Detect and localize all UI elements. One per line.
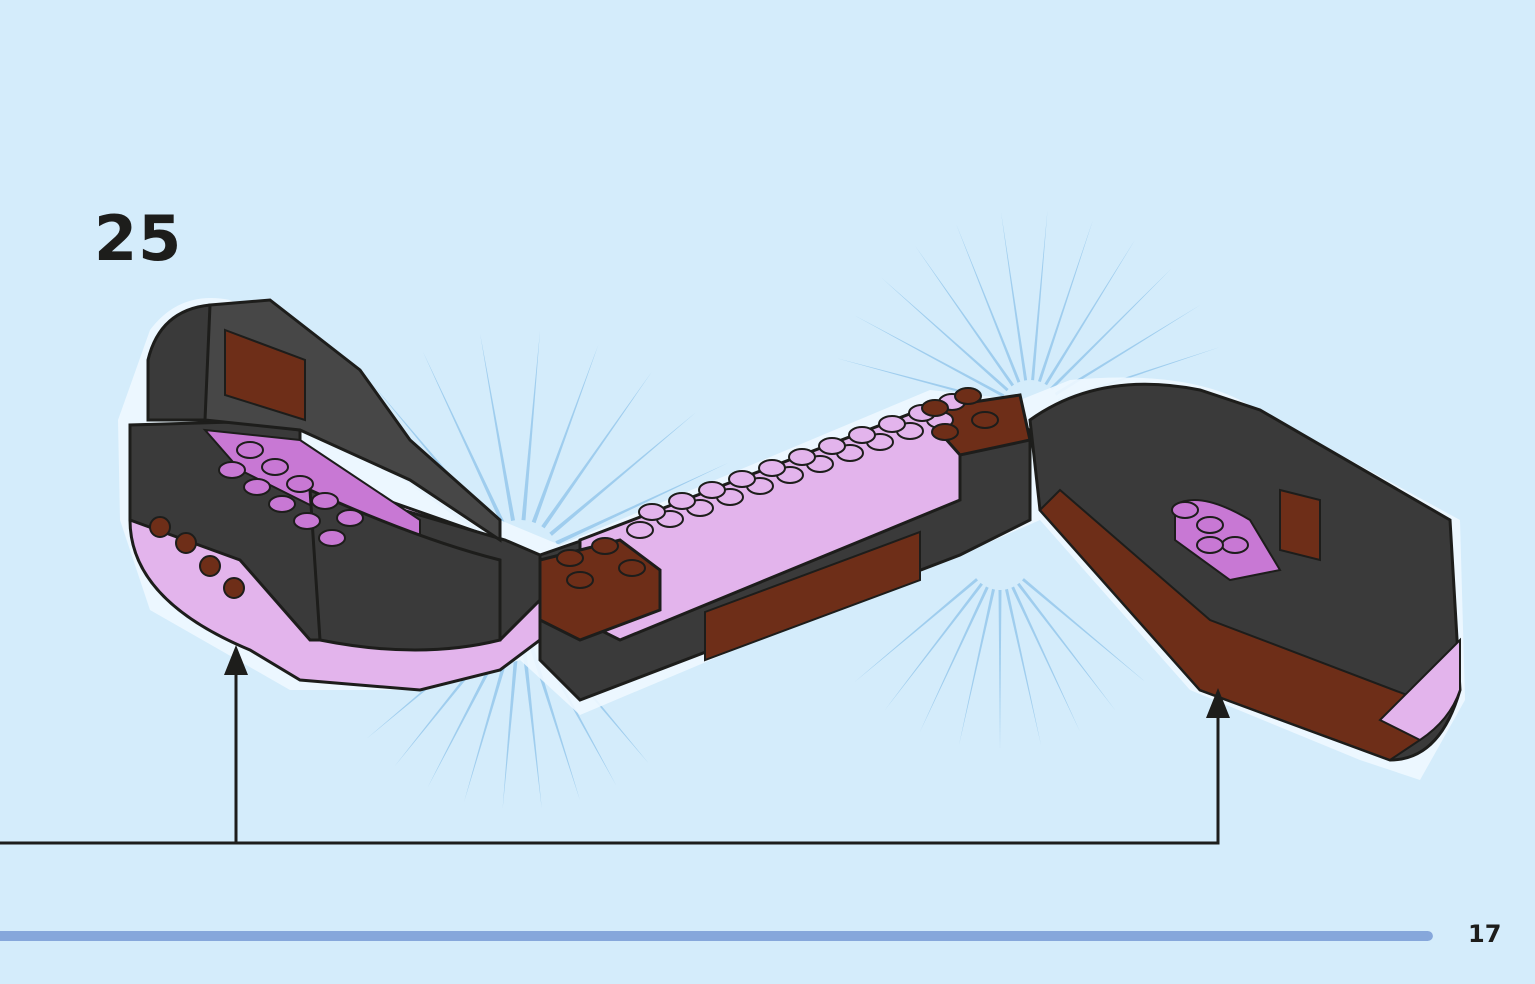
burst-ray <box>541 371 652 529</box>
burst-ray <box>464 647 511 803</box>
brick-stud <box>1221 536 1249 554</box>
brick-stud <box>728 470 756 488</box>
brick-stud <box>878 415 906 433</box>
burst-ray <box>1005 588 1042 746</box>
brick-stud <box>318 529 346 547</box>
brick-stud <box>1196 536 1224 554</box>
burst-ray <box>1001 212 1028 381</box>
brick-stud <box>818 437 846 455</box>
brick-stud <box>788 448 816 466</box>
burst-ray <box>880 277 1009 392</box>
burst-ray <box>1038 220 1093 383</box>
burst-ray <box>530 647 581 801</box>
burst-ray <box>531 343 599 524</box>
burst-ray <box>1021 578 1146 683</box>
burst-ray <box>998 589 1002 750</box>
brick-stud <box>566 571 594 589</box>
burst-ray <box>853 315 1005 398</box>
brick-stud <box>668 492 696 510</box>
page-progress-bar <box>0 931 1433 941</box>
step-number: 25 <box>94 202 183 275</box>
burst-ray <box>915 246 1015 387</box>
brick-stud <box>931 423 959 441</box>
brick-stud <box>971 411 999 429</box>
burst-ray <box>1050 268 1172 390</box>
page-number: 17 <box>1468 920 1502 948</box>
brick-stud <box>286 475 314 493</box>
brick-stud <box>261 458 289 476</box>
burst-ray <box>956 224 1021 383</box>
brick-stud <box>218 461 246 479</box>
left-studs <box>218 441 364 547</box>
brick-stud <box>243 478 271 496</box>
burst-ray <box>1054 305 1201 396</box>
brick-stud <box>618 559 646 577</box>
brick-stud <box>591 537 619 555</box>
brick-stud <box>293 512 321 530</box>
brick-stud <box>236 441 264 459</box>
brick-stud <box>311 492 339 510</box>
burst-ray <box>854 578 979 683</box>
brick-stud <box>758 459 786 477</box>
brick-stud <box>626 521 654 539</box>
burst-ray <box>549 412 697 536</box>
burst-ray <box>958 588 995 746</box>
brick-stud <box>268 495 296 513</box>
burst-ray <box>1031 210 1048 381</box>
burst-ray <box>427 644 504 788</box>
page-progress-fill <box>0 931 1433 941</box>
burst-ray <box>884 582 983 711</box>
brick-stud <box>954 387 982 405</box>
burst-ray <box>1044 239 1135 386</box>
side-pegs <box>149 516 245 599</box>
brick-stud <box>698 481 726 499</box>
burst-ray <box>919 586 989 733</box>
burst-ray <box>521 330 541 521</box>
brick-stud <box>921 399 949 417</box>
assembly-callout-lines <box>0 645 1230 845</box>
burst-ray <box>1011 586 1081 733</box>
burst-ray <box>1017 582 1116 711</box>
right-studs <box>1171 501 1249 554</box>
brick-stud <box>336 509 364 527</box>
burst-ray <box>555 462 729 545</box>
brick-stud <box>638 503 666 521</box>
burst-ray <box>522 649 542 809</box>
middle-studs <box>556 387 999 589</box>
arrow-up-icon <box>1206 688 1230 718</box>
brick-stud <box>1196 516 1224 534</box>
arrow-up-icon <box>224 645 248 675</box>
burst-ray <box>480 333 516 522</box>
burst-ray <box>502 649 519 810</box>
middle-straight-section <box>538 387 1032 702</box>
brick-stud <box>1171 501 1199 519</box>
burst-ray <box>422 351 505 525</box>
brick-stud <box>556 549 584 567</box>
right-curved-section <box>1028 382 1462 762</box>
brick-stud <box>848 426 876 444</box>
